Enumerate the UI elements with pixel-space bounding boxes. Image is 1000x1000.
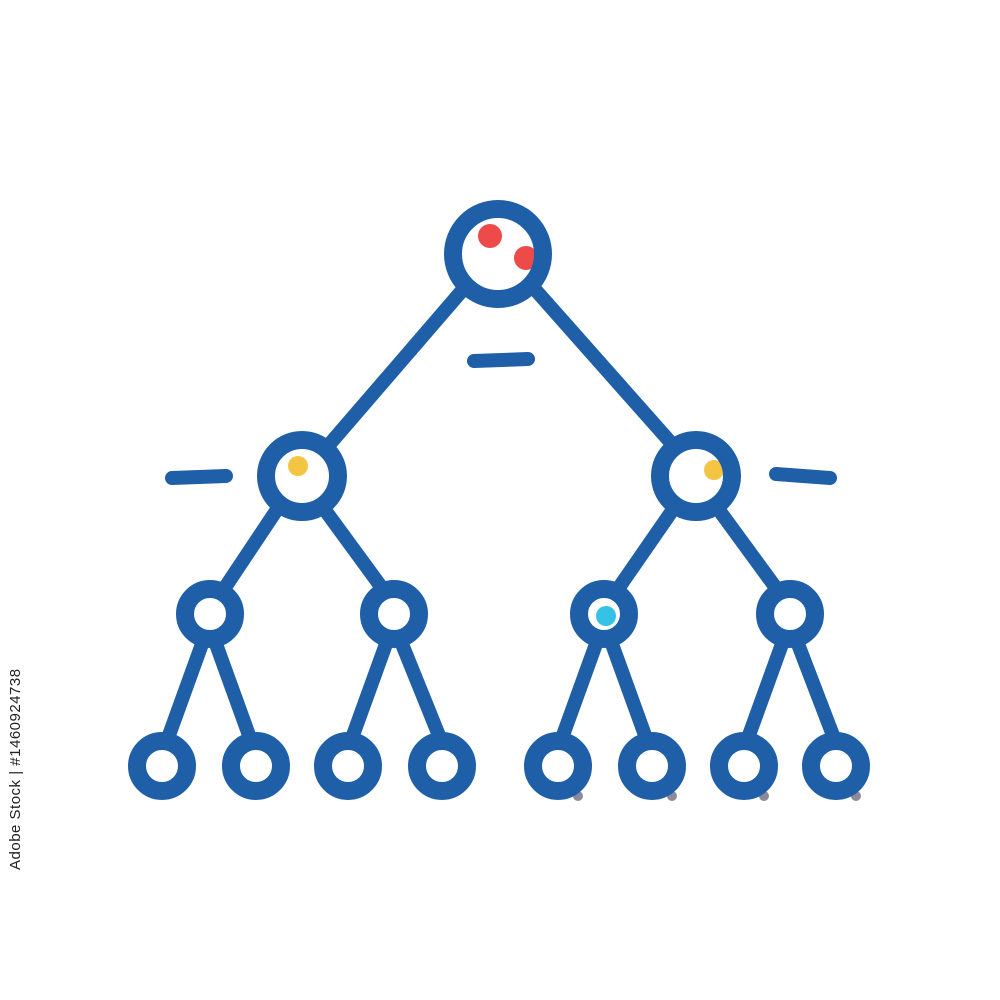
dash-center bbox=[467, 352, 535, 368]
level2-node bbox=[360, 580, 428, 648]
stock-id-text: Adobe Stock | #1460924738 bbox=[7, 668, 24, 870]
edge-l2c-leaf6 bbox=[605, 637, 653, 745]
leaf-node bbox=[524, 732, 592, 800]
leaf-node bbox=[710, 732, 778, 800]
root-accent-dot bbox=[514, 246, 538, 270]
tree-nodes bbox=[128, 200, 870, 800]
leaf-node bbox=[408, 732, 476, 800]
leaf-node bbox=[222, 732, 290, 800]
edge-l1a-l2b bbox=[315, 499, 389, 595]
level1-right-accent-dot bbox=[704, 460, 724, 480]
level2-node bbox=[176, 580, 244, 648]
edge-l2b-leaf4 bbox=[395, 637, 447, 745]
leaf-node bbox=[128, 732, 196, 800]
edge-l2a-leaf2 bbox=[209, 637, 257, 745]
root-node bbox=[444, 200, 552, 308]
leaf-node bbox=[618, 732, 686, 800]
node-interior bbox=[453, 209, 543, 299]
level2-accent-dot bbox=[596, 606, 616, 626]
leaf-node bbox=[314, 732, 382, 800]
level1-node-right bbox=[651, 431, 741, 521]
edge-l2d-leaf8 bbox=[791, 637, 841, 745]
edge-l1b-l2c bbox=[613, 501, 681, 593]
dash-right bbox=[769, 467, 837, 485]
edge-root-right bbox=[525, 279, 679, 451]
edge-l1b-l2d bbox=[709, 499, 783, 595]
level1-left-accent-dot bbox=[288, 456, 308, 476]
edge-l2c-leaf5 bbox=[555, 637, 603, 745]
level1-node-left bbox=[257, 431, 347, 521]
level2-node bbox=[756, 580, 824, 648]
dash-left bbox=[165, 469, 233, 485]
edge-l2d-leaf7 bbox=[741, 637, 789, 745]
level2-node bbox=[570, 580, 638, 648]
root-accent-dot bbox=[478, 224, 502, 248]
node-interior bbox=[660, 440, 732, 512]
node-interior bbox=[266, 440, 338, 512]
edge-root-left bbox=[321, 279, 473, 453]
edge-l1a-l2a bbox=[219, 501, 285, 593]
edge-l2a-leaf1 bbox=[161, 637, 209, 745]
leaf-node bbox=[802, 732, 870, 800]
tree-connectors bbox=[161, 279, 841, 745]
edge-l2b-leaf3 bbox=[345, 637, 393, 745]
